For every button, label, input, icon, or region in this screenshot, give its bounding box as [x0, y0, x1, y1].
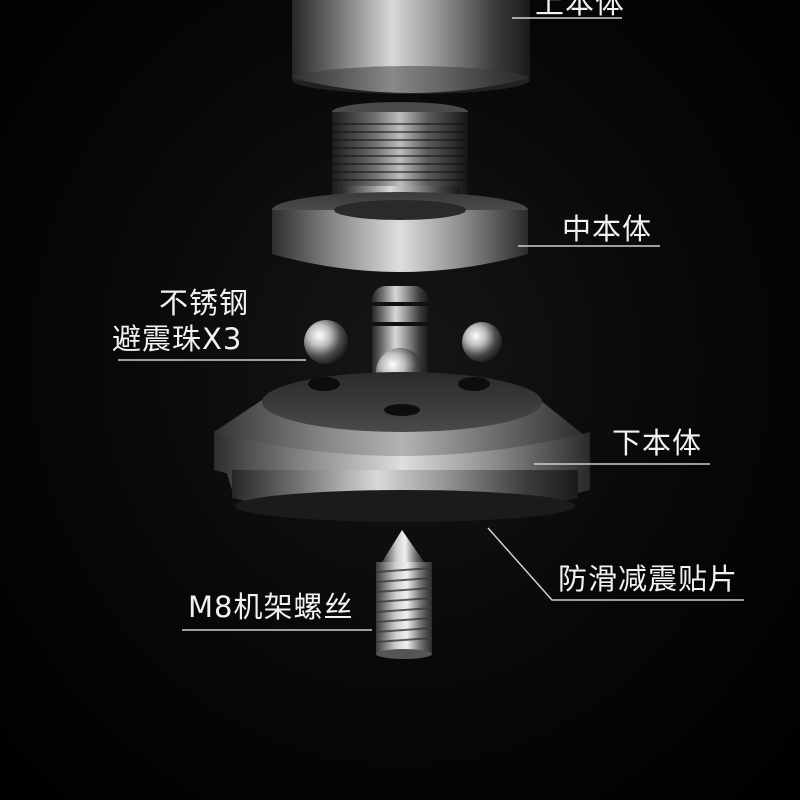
anti-slip-pad	[235, 490, 575, 522]
ball-right	[462, 322, 502, 362]
lower-body-label: 下本体	[612, 426, 703, 460]
upper-body-part	[292, 0, 530, 94]
anti-slip-pad-label: 防滑减震贴片	[558, 562, 739, 596]
upper-body-label: 上本体	[535, 0, 626, 20]
ball-left	[304, 320, 348, 364]
leader-lines	[118, 17, 744, 631]
steel-ball-label-line1: 不锈钢	[158, 286, 249, 320]
lower-body-part	[214, 372, 590, 522]
middle-body-part	[272, 102, 528, 272]
steel-ball-label-line2: 避震珠X3	[112, 322, 243, 356]
m8-screw-part	[375, 530, 433, 659]
m8-screw-label: M8机架螺丝	[188, 590, 354, 624]
middle-body-label: 中本体	[562, 212, 653, 246]
leader-pad	[487, 527, 744, 601]
